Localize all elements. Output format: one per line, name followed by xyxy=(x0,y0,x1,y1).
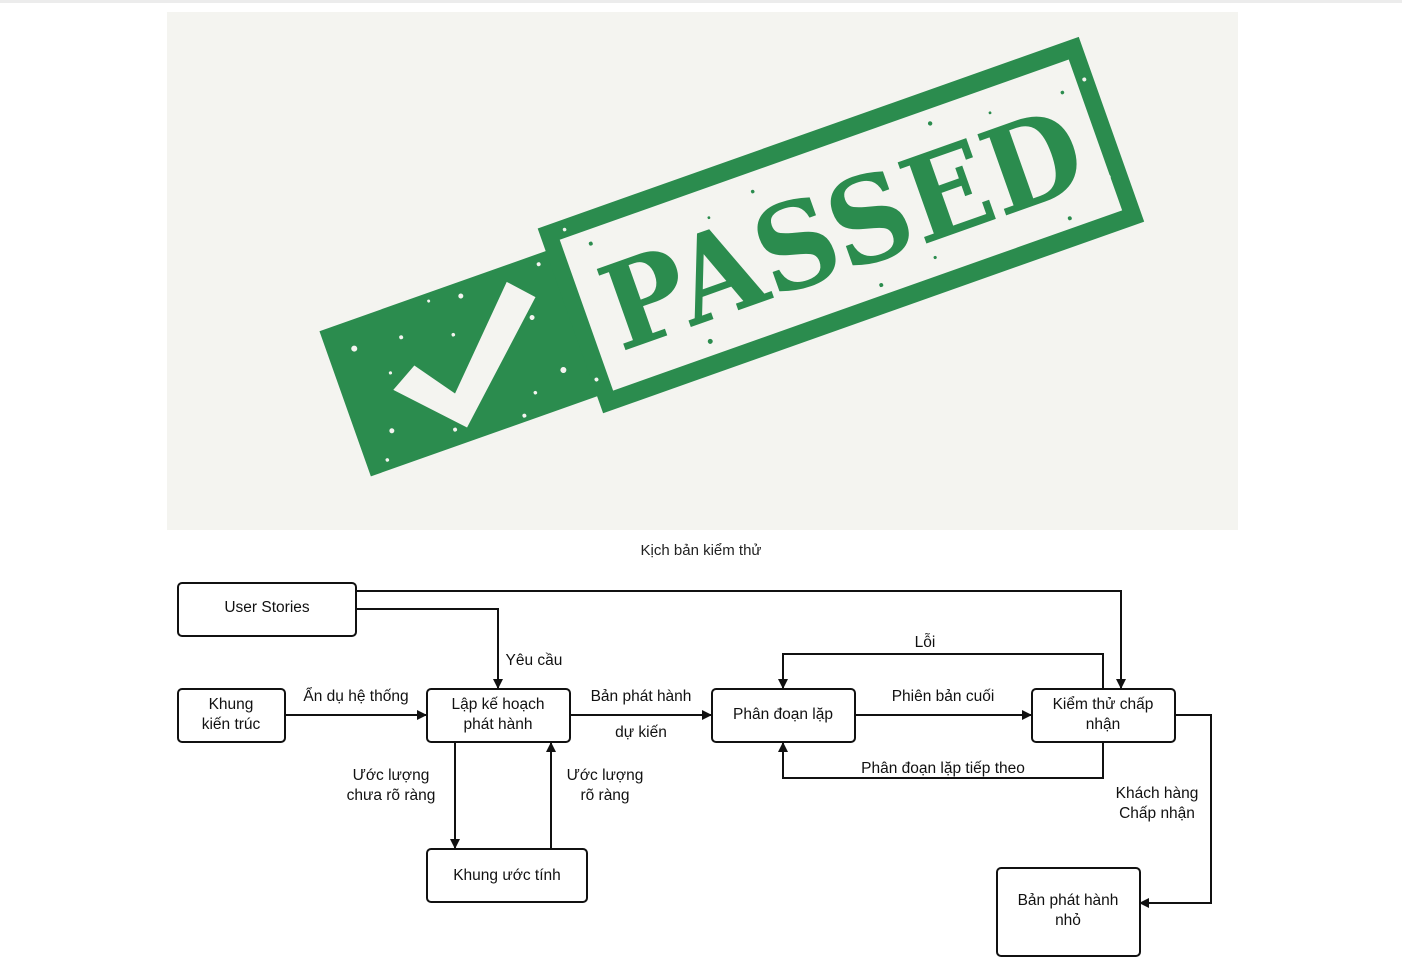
passed-stamp-graphic: PASSED xyxy=(319,36,1145,477)
label-requirements: Yêu cầu xyxy=(506,652,563,669)
svg-text:Ẩn dụ hệ thống: Ẩn dụ hệ thống xyxy=(303,687,408,705)
svg-text:nhỏ: nhỏ xyxy=(1055,912,1081,929)
stamp-distress xyxy=(351,77,1111,462)
node-acceptance-test: Kiểm thử chấp nhận xyxy=(1031,688,1176,743)
node-small-release: Bản phát hành nhỏ xyxy=(996,867,1141,957)
edge-acceptance-test-to-iteration-next xyxy=(778,742,1104,779)
node-iteration: Phân đoạn lặp xyxy=(711,688,856,743)
label-clear-estimate: Ước lượng rõ ràng xyxy=(567,767,644,804)
svg-text:Lỗi: Lỗi xyxy=(915,634,936,651)
svg-text:Khung ước tính: Khung ước tính xyxy=(453,867,561,884)
label-next-iteration: Phân đoạn lặp tiếp theo xyxy=(861,760,1025,777)
label-bugs: Lỗi xyxy=(915,634,936,651)
label-unclear-estimate: Ước lượng chưa rõ ràng xyxy=(347,767,436,804)
svg-text:Lập kế hoạch: Lập kế hoạch xyxy=(451,696,544,713)
svg-text:Khung: Khung xyxy=(209,696,254,713)
passed-stamp-image: PASSED xyxy=(167,12,1238,530)
svg-text:User Stories: User Stories xyxy=(224,599,310,616)
svg-text:chưa rõ ràng: chưa rõ ràng xyxy=(347,787,436,804)
svg-text:Phân đoạn lặp tiếp theo: Phân đoạn lặp tiếp theo xyxy=(861,760,1025,777)
svg-text:Phân đoạn lặp: Phân đoạn lặp xyxy=(733,706,833,723)
svg-text:kiến trúc: kiến trúc xyxy=(202,716,261,733)
node-user-stories: User Stories xyxy=(177,582,357,637)
edge-user-stories-to-acceptance-test xyxy=(356,590,1126,689)
label-planned-release: Bản phát hành dự kiến xyxy=(591,688,692,741)
diagram-caption: Kịch bản kiểm thử xyxy=(640,542,762,559)
svg-text:Phiên bản cuối: Phiên bản cuối xyxy=(892,688,995,705)
node-estimate-frame: Khung ước tính xyxy=(426,848,588,903)
edge-acceptance-test-to-small-release xyxy=(1139,714,1212,908)
checkmark-icon xyxy=(393,281,536,428)
svg-text:Chấp nhận: Chấp nhận xyxy=(1119,805,1195,822)
svg-text:Yêu cầu: Yêu cầu xyxy=(506,652,563,669)
node-architecture-frame: Khung kiến trúc xyxy=(177,688,286,743)
svg-text:Kiểm thử chấp: Kiểm thử chấp xyxy=(1053,696,1154,713)
flowchart-edges xyxy=(285,590,1212,908)
svg-text:rõ ràng: rõ ràng xyxy=(580,787,629,804)
edge-user-stories-to-release-planning xyxy=(356,608,503,689)
label-system-metaphor: Ẩn dụ hệ thống xyxy=(303,687,408,705)
svg-text:Ước lượng: Ước lượng xyxy=(567,767,644,784)
top-divider xyxy=(0,0,1402,3)
svg-text:nhận: nhận xyxy=(1086,716,1120,733)
svg-text:Khách hàng: Khách hàng xyxy=(1116,785,1199,802)
label-final-version: Phiên bản cuối xyxy=(892,688,995,705)
svg-text:dự kiến: dự kiến xyxy=(615,724,667,741)
svg-text:Bản phát hành: Bản phát hành xyxy=(591,688,692,705)
edge-acceptance-test-to-iteration-bugs xyxy=(778,653,1104,689)
stamp-text-panel xyxy=(559,59,1123,391)
node-release-planning: Lập kế hoạch phát hành xyxy=(426,688,571,743)
svg-text:phát hành: phát hành xyxy=(464,716,533,733)
label-customer-acceptance: Khách hàng Chấp nhận xyxy=(1116,785,1199,822)
svg-text:Ước lượng: Ước lượng xyxy=(353,767,430,784)
svg-text:Bản phát hành: Bản phát hành xyxy=(1018,892,1119,909)
